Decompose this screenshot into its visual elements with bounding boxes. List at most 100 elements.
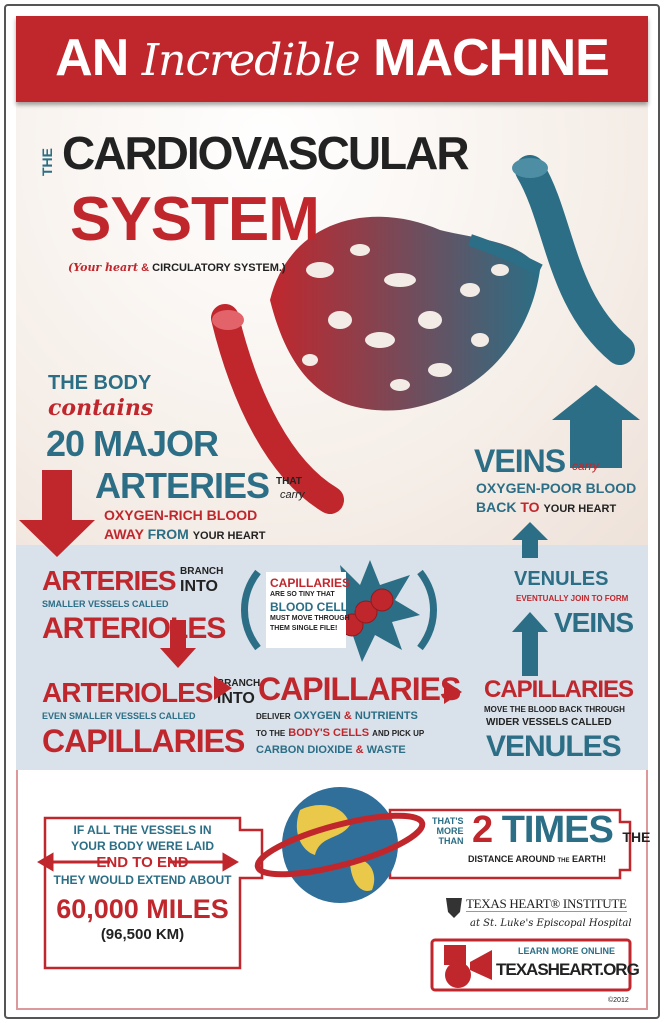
arteries-count: 20 MAJOR [46, 423, 219, 464]
artery-opening [212, 310, 244, 330]
center-line3: TO THE BODY'S CELLS AND PICK UP [256, 727, 424, 739]
center-line2: DELIVER OXYGEN & NUTRIENTS [256, 710, 418, 722]
arrow-down-icon [160, 620, 196, 668]
to: TO [520, 499, 540, 515]
veins-oxygen-poor: OXYGEN-POOR BLOOD [476, 480, 637, 496]
wider-vessels: WIDER VESSELS CALLED [486, 717, 612, 728]
title-post: MACHINE [373, 29, 610, 87]
arrow-up-icon [512, 612, 548, 676]
subtitle-rest: CIRCULATORY SYSTEM.) [152, 262, 286, 274]
even-smaller-vessels: EVEN SMALLER VESSELS CALLED [42, 711, 196, 721]
miles-value: 60,000 MILES [56, 894, 229, 924]
smaller-vessels-called: SMALLER VESSELS CALLED [42, 599, 169, 609]
back: BACK [476, 499, 517, 515]
title-banner: AN Incredible MACHINE [16, 16, 648, 102]
veins-title: VEINS [474, 443, 566, 479]
arteries-carry: carry [280, 489, 305, 501]
veins-back-line: BACK TO YOUR HEART [476, 499, 617, 515]
venules-title: VENULES [514, 568, 609, 590]
vein-tube [515, 155, 635, 365]
arteries-20-major: 20 MAJOR [46, 423, 219, 464]
veins-word: VEINS [554, 607, 634, 638]
arrow-up-icon [552, 385, 640, 468]
nutrients: NUTRIENTS [354, 710, 418, 722]
into: INTO [180, 578, 218, 595]
texasheart-link[interactable]: TEXASHEART.ORG [496, 960, 640, 979]
distance-around-text: DISTANCE AROUND [468, 854, 555, 864]
the-small: THE [557, 858, 570, 864]
more: MORE [436, 826, 464, 836]
lower-section [16, 770, 648, 1010]
heading-cardiovascular: CARDIOVASCULAR [62, 127, 470, 179]
veins-your-heart: YOUR HEART [543, 503, 617, 515]
two-times: 2 TIMES THE [472, 810, 650, 857]
your-heart: YOUR HEART [192, 530, 266, 542]
miles-box-border [43, 816, 264, 970]
from: FROM [147, 526, 189, 542]
move-blood-back: MOVE THE BLOOD BACK THROUGH [484, 705, 625, 714]
miles-l1: IF ALL THE VESSELS IN [73, 823, 212, 837]
bodys-cells: BODY'S CELLS [288, 727, 370, 739]
center-capillaries: CAPILLARIES [258, 671, 461, 707]
fact-l1: CAPILLARIES [270, 576, 351, 590]
band-arteries: ARTERIES [42, 565, 177, 596]
eventually-join: EVENTUALLY JOIN TO FORM [516, 594, 629, 603]
band-arterioles: ARTERIOLES [42, 612, 226, 645]
arteries-that: THAT [276, 476, 302, 487]
end-to-end: END TO END [96, 854, 189, 871]
capillary-gaps [302, 244, 509, 391]
deliver: DELIVER [256, 712, 291, 721]
vein-branch [468, 234, 543, 276]
heading-system: SYSTEM [70, 185, 320, 254]
branch: BRANCH [180, 566, 224, 577]
heading-subtitle: (Your heart & CIRCULATORY SYSTEM.) [68, 261, 286, 274]
right-venules: VENULES [486, 730, 622, 763]
amp: & [355, 744, 364, 756]
institute-name: TEXAS HEART® INSTITUTE [466, 896, 627, 913]
arteries-oxygen-rich: OXYGEN-RICH BLOOD [104, 507, 258, 523]
times-number: 2 [472, 809, 493, 851]
pick-up: AND PICK UP [372, 729, 425, 738]
the: THE [622, 829, 651, 845]
right-capillaries: CAPILLARIES [484, 676, 634, 703]
cta-box-border [430, 938, 632, 992]
arrow-down-icon [19, 470, 95, 557]
arrow-right-icon [214, 676, 232, 700]
away: AWAY [104, 526, 144, 542]
title-script: Incredible [141, 35, 361, 86]
title-pre: AN [55, 29, 129, 87]
institute-subtitle: at St. Luke's Episcopal Hospital [470, 918, 632, 929]
subtitle-heart: (Your heart [68, 261, 139, 274]
heart-shield-icon [446, 898, 462, 918]
fact-text: CAPILLARIES ARE SO TINY THAT BLOOD CELLS… [270, 576, 356, 634]
than: THAN [438, 836, 464, 846]
miles-l2: YOUR BODY WERE LAID [70, 839, 215, 853]
distance-around: DISTANCE AROUND THE EARTH! [468, 854, 606, 865]
to-the: TO THE [256, 729, 286, 738]
branch: BRANCH [216, 678, 261, 689]
arteries-contains: contains [48, 395, 154, 421]
megaphone-icon [444, 945, 492, 988]
times-word: TIMES [501, 809, 614, 851]
center-line4: CARBON DIOXIDE & WASTE [256, 744, 406, 756]
band-arterioles-2: ARTERIOLES [42, 677, 213, 708]
fact-l3: BLOOD CELLS [270, 600, 356, 614]
artery-tube [211, 304, 344, 514]
amp: & [343, 710, 352, 722]
km-value: (96,500 KM) [100, 926, 185, 943]
capillary-bed [270, 216, 540, 411]
times-box-border [388, 808, 632, 880]
page-title: AN Incredible MACHINE [16, 29, 648, 87]
bracket-left [241, 569, 261, 651]
globe-icon [254, 787, 426, 903]
end-to-end-arrows [37, 852, 239, 872]
arteries-away-line: AWAY FROM YOUR HEART [104, 526, 266, 542]
subtitle-amp: & [141, 262, 150, 274]
copyright: ©2012 [608, 997, 629, 1004]
arrow-right-icon [444, 680, 462, 704]
fact-l4: MUST MOVE THROUGH [270, 615, 350, 622]
